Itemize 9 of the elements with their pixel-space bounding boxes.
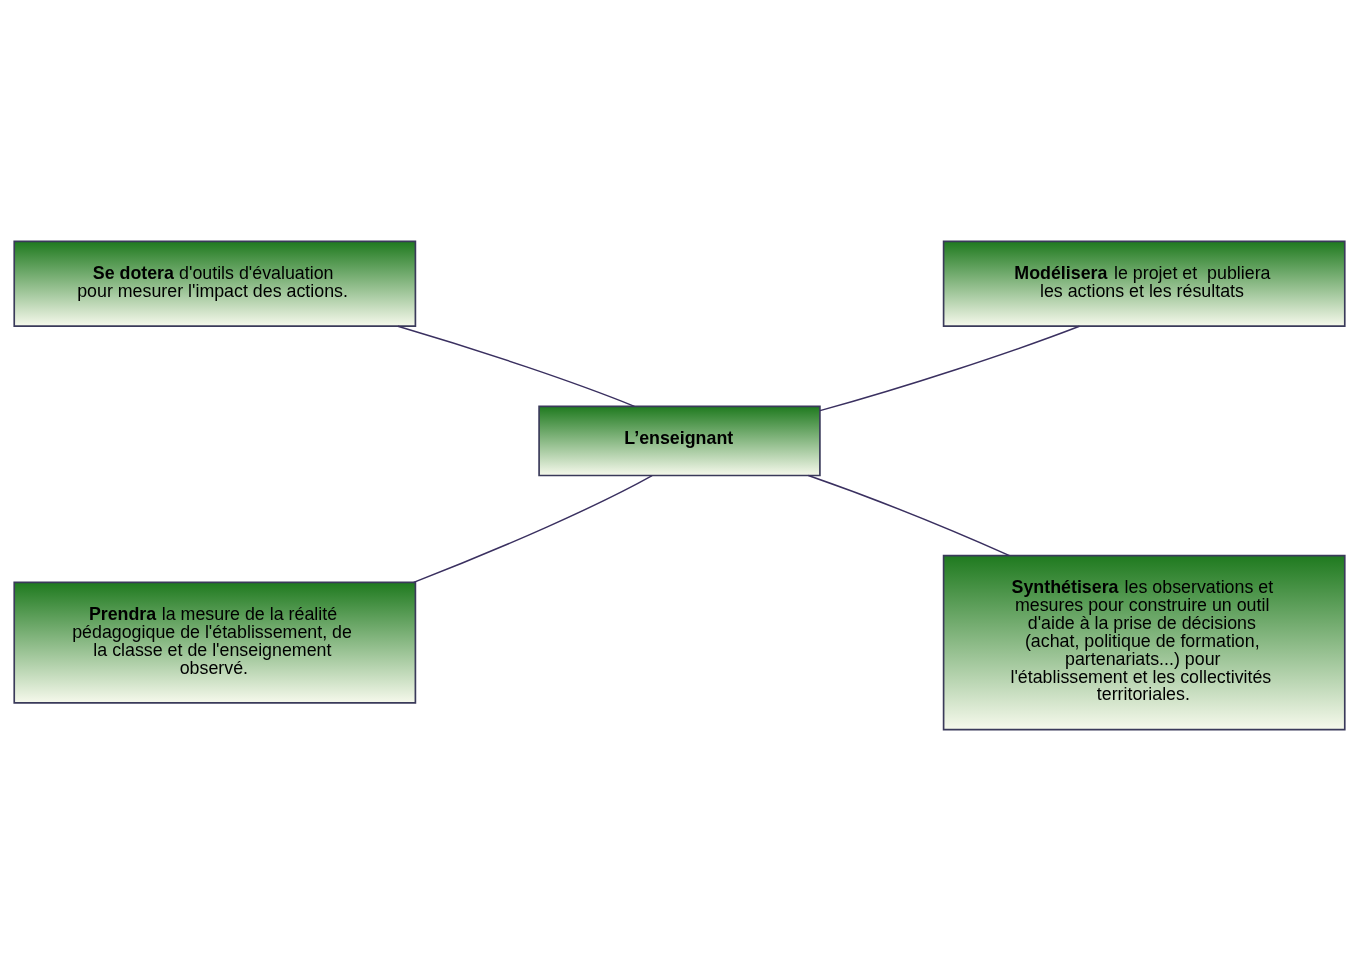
node-box: Prendra la mesure de la réalité pédagogique de l'établissement, de la classe et de l'enseignement observé. [12, 581, 416, 704]
node-box: Synthétisera les observations et mesures pour construire un outil d'aide à la prise de décisions (achat, politique de formation, partenariats...) pour l'établissement et les collectivités territoriales. [942, 554, 1346, 730]
connector [818, 325, 1080, 411]
connector [412, 474, 653, 583]
connector [396, 325, 635, 407]
node-box: Se dotera d'outils d'évaluation pour mesurer l'impact des actions. [12, 240, 416, 327]
node-box: L’enseignant [537, 405, 821, 476]
node-box: Modélisera le projet et publiera les actions et les résultats [942, 240, 1346, 327]
connector [807, 474, 1010, 556]
